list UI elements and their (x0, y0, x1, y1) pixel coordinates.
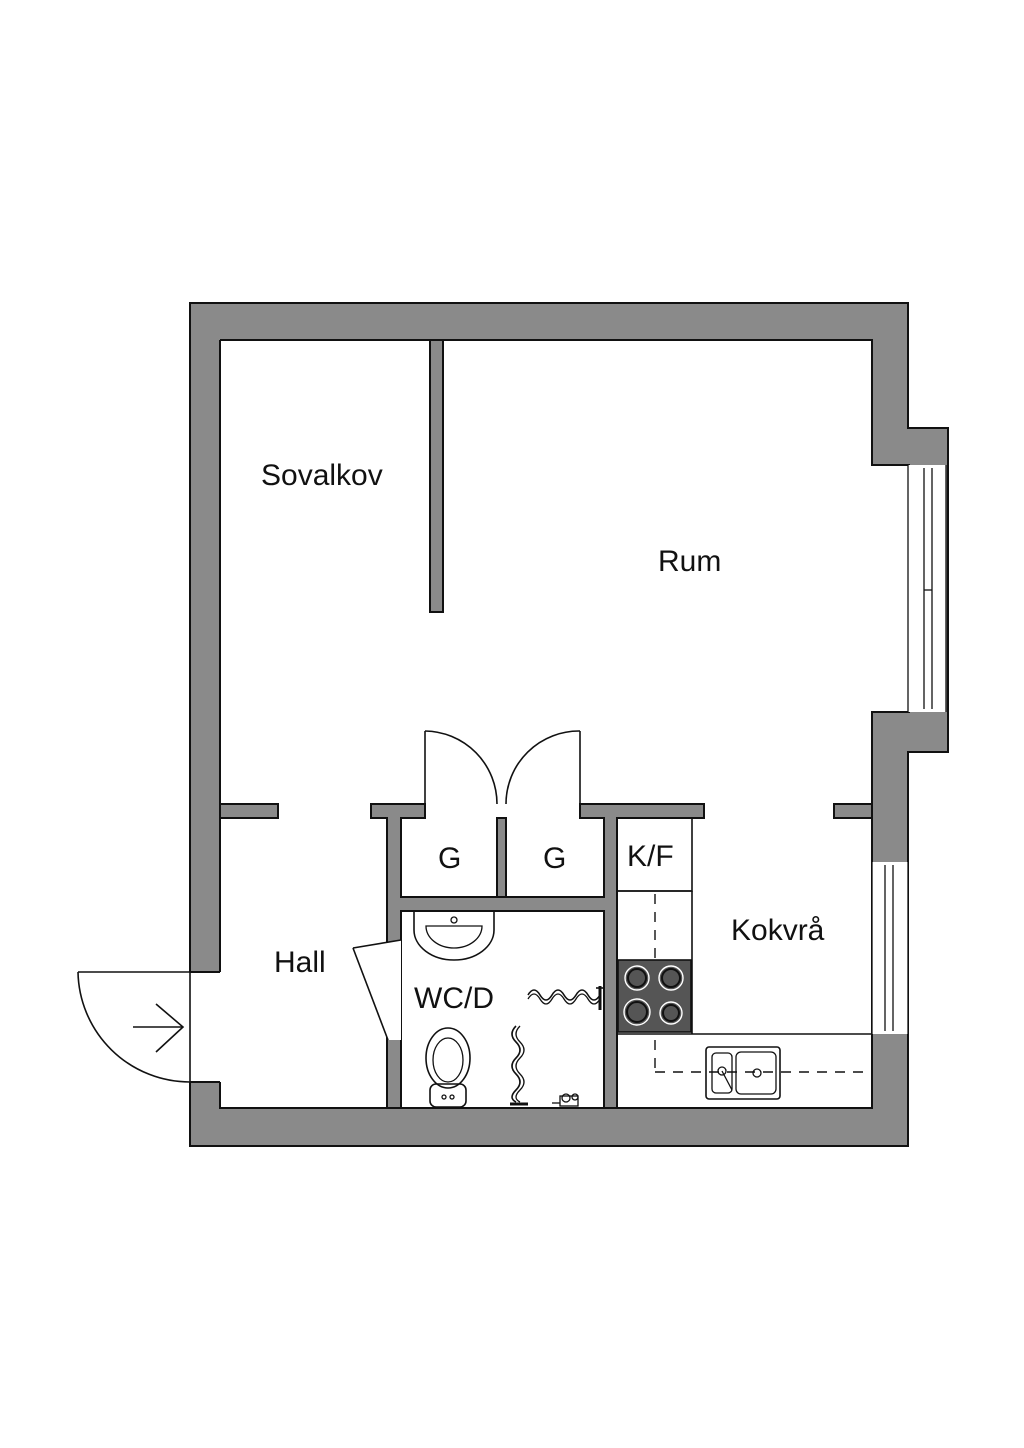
room-label-rum: Rum (658, 545, 721, 578)
room-label-hall: Hall (274, 946, 326, 979)
window-kitchen (871, 862, 909, 1034)
washbasin-icon (413, 911, 495, 961)
closet-door-1[interactable] (424, 730, 498, 805)
closet-door-2[interactable] (505, 730, 581, 805)
kitchen-counter (617, 890, 872, 1073)
entrance-door[interactable] (77, 971, 220, 1083)
window-rum (907, 465, 947, 712)
room-labels: Sovalkov Rum Hall WC/D Kokvrå G G K/F (261, 459, 825, 1015)
kitchen-sink-icon (705, 1046, 781, 1100)
room-label-closet-2: G (543, 842, 566, 875)
floor-areas (186, 340, 910, 1108)
room-label-wcd: WC/D (414, 982, 494, 1015)
wc-door[interactable] (352, 939, 402, 1041)
room-label-fridge: K/F (627, 840, 674, 873)
towel-rail-vertical-icon (510, 1025, 528, 1106)
towel-rail-icon (527, 986, 604, 1010)
stove-icon (617, 959, 692, 1033)
room-label-sovalkov: Sovalkov (261, 459, 383, 492)
shower-icon (552, 1093, 579, 1107)
wall-lines (219, 339, 910, 1109)
arrow-right-icon (133, 1003, 185, 1053)
room-label-kokvra: Kokvrå (731, 914, 825, 947)
toilet-icon (425, 1027, 471, 1108)
room-label-closet-1: G (438, 842, 461, 875)
